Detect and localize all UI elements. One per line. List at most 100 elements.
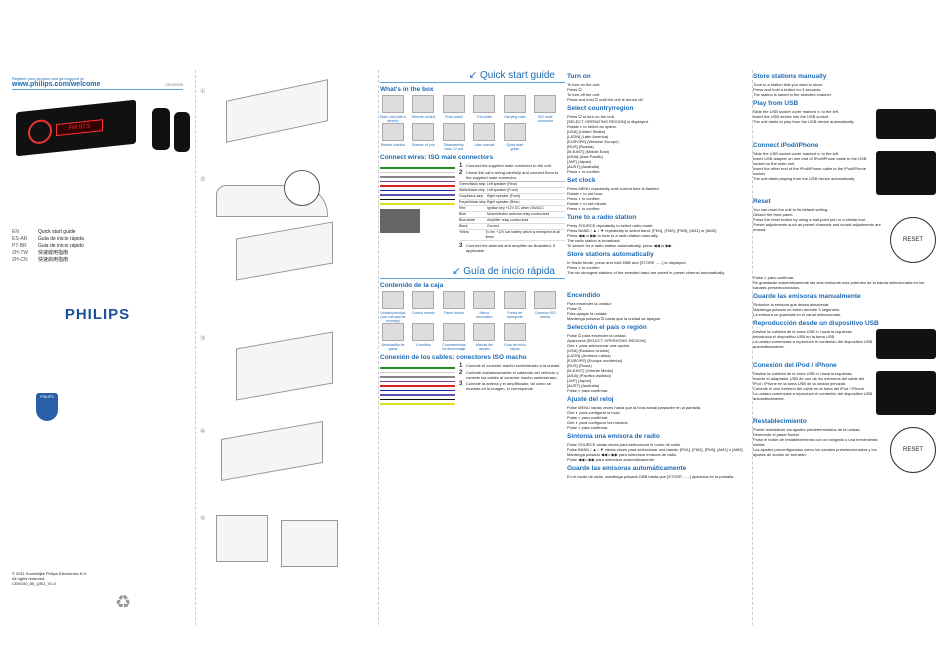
es-store-manual-steps: Sintonice la emisora que desea almacenar… <box>753 302 842 317</box>
manual-icon <box>473 323 496 341</box>
divider <box>380 82 565 83</box>
remote-control <box>152 108 170 150</box>
connector-icon <box>534 291 557 309</box>
section-title: Sintonía una emisora de radio <box>567 433 660 440</box>
section-title: Store stations manually <box>753 73 827 80</box>
section-title: Set clock <box>567 177 596 184</box>
country-steps: Press ⏻ to turn on the unit.[SELECT OPER… <box>567 114 650 174</box>
box-item: Front panel <box>441 95 467 119</box>
manual-icon <box>473 123 496 141</box>
recycle-icon: ♻ <box>115 592 132 612</box>
section-title: Tune to a radio station <box>567 214 637 221</box>
store-auto-steps: In Radio Mode, press and hold DBB and [S… <box>567 260 726 275</box>
box-item: Marco decorativo <box>471 291 497 319</box>
box-item: Panel frontal <box>441 291 467 315</box>
instructions-panel-2: Store stations manually Tune to a statio… <box>753 70 936 625</box>
box-item: Main unit (with a sleeve) <box>380 95 406 123</box>
es-turn-on-text: Para encender la unidad:Pulse ⏻.Para apa… <box>567 301 662 321</box>
install-illustration <box>221 421 323 481</box>
box-contents: Main unit (with a sleeve) Remote control… <box>380 95 565 151</box>
car-radio-unit: FM 87.5 <box>16 99 136 157</box>
website-url[interactable]: www.philips.com/welcome <box>12 81 101 88</box>
section-title: Ajuste del reloj <box>567 396 614 403</box>
section-title: Restablecimiento <box>753 418 807 425</box>
trim-icon <box>473 95 496 113</box>
cushion-icon <box>382 123 404 141</box>
philips-shield-icon: PHILIPS <box>36 393 58 421</box>
remote-icon <box>412 95 435 113</box>
step-marker: ⑤ <box>200 516 206 522</box>
copyright: © 2011 Koninklijke Philips Electronics N… <box>12 571 87 576</box>
arrow-icon: ↙ <box>468 70 480 81</box>
step-marker: ③ <box>200 336 206 342</box>
wiring-diagram <box>380 163 455 254</box>
box-item: Disassembly tools ×2 pcs <box>441 123 467 151</box>
box-item: Carrying case <box>502 95 528 119</box>
model-number: CE150/55 <box>165 82 183 87</box>
install-illustration <box>226 79 328 143</box>
divider <box>380 278 565 279</box>
usb-illustration <box>876 109 936 139</box>
es-country-steps: Pulse ⏻ para encender la unidad.Aparecer… <box>567 333 647 393</box>
es-ipod-steps: Deslice la cubierta de la toma USB ⇐ hac… <box>753 371 873 401</box>
usb-illustration <box>876 329 936 359</box>
divider <box>12 89 183 90</box>
tool-icon <box>442 123 465 141</box>
tool-icon <box>442 323 465 341</box>
box-item: Quick start guide <box>502 123 528 151</box>
reset-button-icon: RESET <box>890 217 936 263</box>
section-title: Selección el país o región <box>567 324 647 331</box>
ipod-illustration <box>876 151 936 195</box>
doc-number: CEM150_55_QSG_V1.0 <box>12 581 56 586</box>
es-clock-steps: Pulse MENU varias veces hasta que la hor… <box>567 405 702 430</box>
box-item: User manual <box>471 123 497 147</box>
panel-icon <box>442 291 465 309</box>
section-title: Select country/region <box>567 105 634 112</box>
section-title: What's in the box <box>380 86 434 93</box>
cushion-icon <box>382 323 404 341</box>
section-title: Guarde las emisoras manualmente <box>753 293 861 300</box>
box-item: Screws ×4 pcs <box>410 123 436 147</box>
install-illustration <box>236 331 333 401</box>
section-title: Connect wires: ISO male connectors <box>380 154 494 161</box>
es-store-steps: En el modo de radio, mantenga pulsado DB… <box>567 474 735 479</box>
section-title: Contenido de la caja <box>380 282 444 289</box>
ipod-illustration <box>876 371 936 415</box>
section-title: Conexión de los cables: conectores ISO m… <box>380 354 527 361</box>
turn-on-text: To turn on the unit:Press ⏻.To turn off … <box>567 82 644 102</box>
guide-icon <box>503 323 526 341</box>
box-item: 2 herramientas de desmontaje <box>441 323 467 351</box>
section-title: Reset <box>753 198 771 205</box>
store-manual-steps: Tune to a station that you want to store… <box>753 82 832 97</box>
guide-icon <box>503 123 526 141</box>
box-item: Control remoto <box>410 291 436 315</box>
install-illustration <box>236 221 333 281</box>
page-title: Quick start guide <box>479 70 555 81</box>
install-illustration <box>281 520 338 567</box>
connector-icon <box>534 95 557 113</box>
box-item: 4 tornillos <box>410 323 436 347</box>
section-title: Guarde las emisoras automáticamente <box>567 465 687 472</box>
device-icon <box>382 95 404 113</box>
box-item: Trim plate <box>471 95 497 119</box>
es-confirm-steps: Pulse ◐ para confirmar.Se guardarán auto… <box>753 275 925 290</box>
wiring-diagram <box>380 363 455 408</box>
remote-control <box>174 112 190 152</box>
usb-steps: Slide the USB socket cover marked ⇐ to t… <box>753 109 855 124</box>
zoom-detail <box>284 170 320 206</box>
remote-icon <box>412 291 435 309</box>
step-marker: ① <box>200 89 206 95</box>
section-title: Encendido <box>567 292 601 299</box>
